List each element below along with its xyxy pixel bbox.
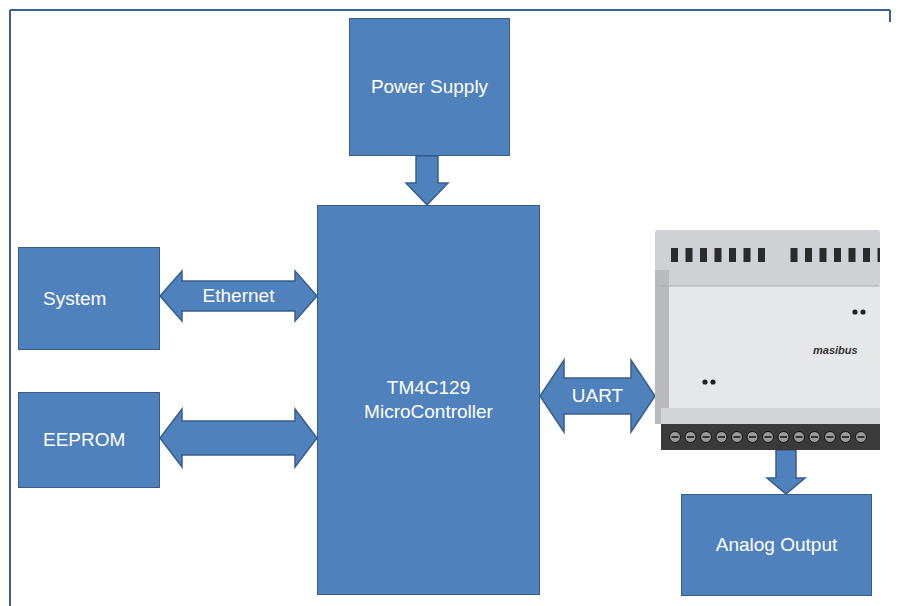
terminal-hole [863, 248, 870, 262]
terminal-block [661, 424, 880, 450]
device-face [661, 286, 880, 424]
device-illustration [655, 230, 880, 450]
terminal-hole [805, 248, 812, 262]
terminal-screw [794, 432, 805, 443]
terminal-screw [747, 432, 758, 443]
terminal-hole [700, 248, 707, 262]
screw-slot [734, 436, 741, 438]
terminal-hole [791, 248, 798, 262]
text-group: Power Supply [371, 75, 488, 99]
status-led [702, 379, 707, 384]
status-led [860, 309, 865, 314]
status-led [710, 379, 715, 384]
block-arrow [160, 271, 317, 321]
process-box: Analog Output [681, 494, 872, 596]
screw-slot [858, 436, 865, 438]
terminal-screw [840, 432, 851, 443]
block-arrow [540, 360, 655, 432]
process-box: System [18, 247, 160, 350]
screw-slot [811, 436, 818, 438]
screw-slot [687, 436, 694, 438]
text-group: EEPROM [43, 428, 125, 452]
process-box: EEPROM [18, 392, 160, 488]
text-group: Analog Output [716, 533, 837, 557]
box-label: TM4C129 MicroController [344, 376, 514, 424]
terminal-screw [778, 432, 789, 443]
screw-slot [796, 436, 803, 438]
terminal-screw [763, 432, 774, 443]
process-box: Power Supply [349, 18, 510, 156]
screw-slot [718, 436, 725, 438]
process-box: TM4C129 MicroController [317, 205, 540, 595]
terminal-hole [715, 248, 722, 262]
box-label: Analog Output [716, 533, 837, 557]
terminal-screw [716, 432, 727, 443]
screw-slot [672, 436, 679, 438]
status-led [852, 309, 857, 314]
terminal-hole [686, 248, 693, 262]
terminal-screw [701, 432, 712, 443]
terminal-hole [744, 248, 751, 262]
terminal-hole [729, 248, 736, 262]
box-label: Power Supply [371, 75, 488, 99]
screw-slot [842, 436, 849, 438]
screw-slot [765, 436, 772, 438]
frame-right-tick [889, 10, 891, 22]
box-label: EEPROM [43, 428, 125, 452]
screw-slot [703, 436, 710, 438]
screw-slot [749, 436, 756, 438]
block-arrow [406, 156, 448, 205]
text-group: System [43, 287, 106, 311]
terminal-screw [670, 432, 681, 443]
terminal-hole [878, 248, 881, 262]
frame-top [10, 9, 890, 11]
box-label: System [43, 287, 106, 311]
terminal-hole [820, 248, 827, 262]
terminal-hole [758, 248, 765, 262]
terminal-screw [685, 432, 696, 443]
screw-slot [780, 436, 787, 438]
terminal-hole [849, 248, 856, 262]
terminal-screw [825, 432, 836, 443]
block-arrow [767, 450, 805, 494]
brand-label: masibus [813, 344, 858, 356]
arrow-label: UART [570, 386, 625, 407]
device-side [655, 270, 669, 424]
device-top [655, 230, 880, 286]
arrow-label: Ethernet [201, 286, 277, 307]
terminal-screw [732, 432, 743, 443]
device-edge [661, 286, 880, 287]
terminal-screw [856, 432, 867, 443]
terminal-hole [834, 248, 841, 262]
transducer-device: masibus [655, 230, 880, 450]
block-arrow [160, 409, 317, 467]
text-group: TM4C129 MicroController [344, 376, 514, 424]
terminal-hole [671, 248, 678, 262]
terminal-legend-strip [661, 408, 880, 424]
frame-left [9, 10, 11, 606]
terminal-screw [809, 432, 820, 443]
screw-slot [827, 436, 834, 438]
